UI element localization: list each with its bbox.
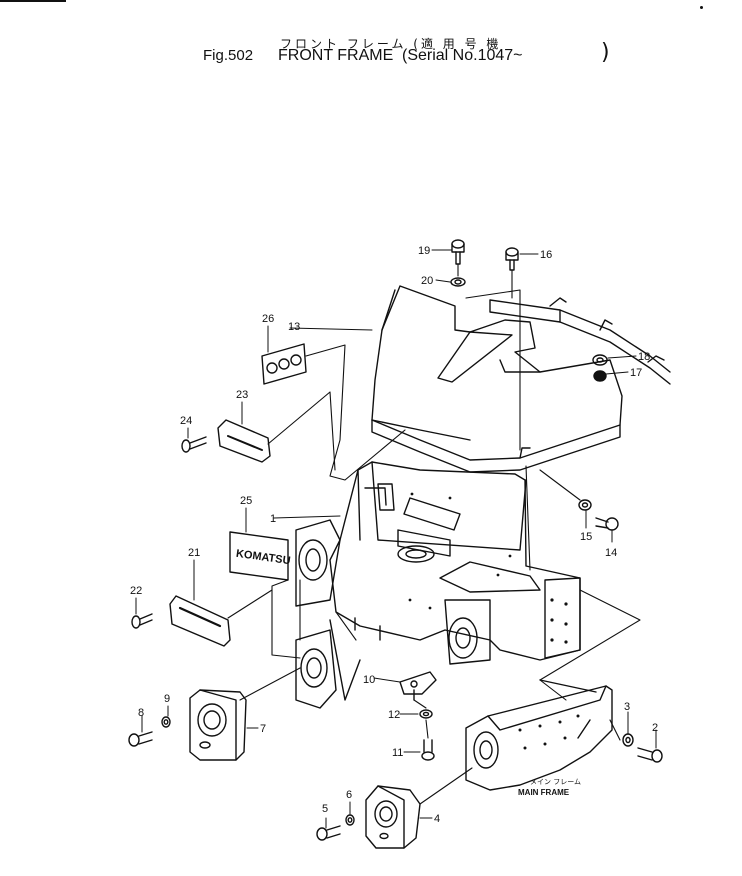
nut-17	[593, 370, 607, 382]
callout-21: 21	[188, 547, 200, 559]
bolt-22	[131, 613, 153, 629]
side-cover-part-7	[189, 689, 247, 761]
callout-numbers: 1 2 3 4 5 6 7 8 9 10 11 12 13 14 15 16 1…	[130, 245, 658, 825]
callout-15: 15	[580, 531, 592, 543]
callout-6: 6	[346, 789, 352, 801]
callout-17: 17	[630, 367, 642, 379]
nameplate-part-25: KOMATSU	[229, 531, 291, 581]
callout-23: 23	[236, 389, 248, 401]
callout-14: 14	[605, 547, 617, 559]
washer-15	[578, 499, 592, 511]
emblem-part-21	[169, 595, 231, 647]
callout-8: 8	[138, 707, 144, 719]
bolt-12	[419, 709, 433, 719]
callout-pointers	[135, 249, 657, 829]
bolt-5	[316, 825, 341, 841]
bolt-8	[128, 731, 153, 747]
callout-11: 11	[392, 747, 403, 759]
front-cover-part	[371, 285, 623, 473]
bolt-2	[637, 747, 663, 763]
rivet-dots	[408, 492, 568, 644]
main-frame-dots	[518, 714, 580, 750]
callout-9: 9	[164, 693, 170, 705]
callout-10: 10	[363, 674, 375, 686]
nameplate-text: KOMATSU	[235, 548, 291, 568]
main-frame-label: メイン フレーム MAIN FRAME	[518, 778, 581, 797]
serial-close-paren: )	[601, 40, 610, 65]
bolt-19	[451, 239, 465, 265]
side-cover-part-4	[365, 785, 421, 849]
corner-dot	[700, 6, 703, 9]
figure-title: FRONT FRAME	[278, 47, 394, 64]
main-frame-label-english: MAIN FRAME	[518, 788, 570, 797]
callout-22: 22	[130, 585, 142, 597]
washer-18	[592, 354, 608, 366]
plate-part-26	[261, 343, 307, 385]
washer-9	[161, 716, 171, 728]
callout-13: 13	[288, 321, 300, 333]
callout-19: 19	[418, 245, 430, 257]
bolt-24	[181, 436, 207, 453]
callout-2: 2	[652, 722, 658, 734]
figure-number: Fig.502	[203, 47, 254, 64]
callout-18: 18	[638, 351, 650, 363]
callout-4: 4	[434, 813, 440, 825]
serial-range: (Serial No.1047~	[402, 47, 523, 64]
callout-24: 24	[180, 415, 192, 427]
callout-5: 5	[322, 803, 328, 815]
callout-12: 12	[388, 709, 400, 721]
callout-7: 7	[260, 723, 266, 735]
main-frame-part	[465, 679, 613, 791]
callout-3: 3	[624, 701, 630, 713]
callout-20: 20	[421, 275, 433, 287]
callout-1: 1	[270, 513, 276, 525]
bolt-14	[595, 517, 619, 531]
callout-26: 26	[262, 313, 274, 325]
front-frame-body-part	[295, 461, 581, 709]
leader-lines	[227, 263, 641, 805]
main-frame-label-japanese: メイン フレーム	[530, 778, 581, 786]
callout-16: 16	[540, 249, 552, 261]
bracket-part-10	[399, 671, 437, 701]
plate-part-23	[217, 419, 271, 463]
washer-6	[345, 814, 355, 826]
washer-3	[622, 733, 634, 747]
bolt-16	[505, 247, 519, 271]
mounting-bracket	[489, 297, 671, 385]
washer-20	[450, 277, 466, 287]
bolt-11	[421, 739, 435, 761]
callout-25: 25	[240, 495, 252, 507]
top-rule	[0, 0, 66, 2]
title-japanese: フロント フレーム (適 用 号 機	[280, 37, 502, 51]
